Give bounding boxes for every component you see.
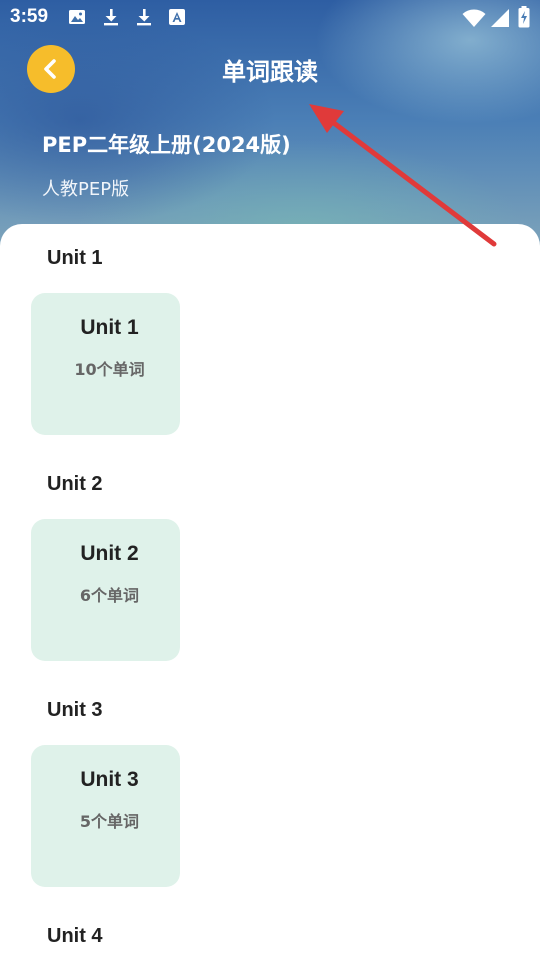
font-icon xyxy=(169,9,185,25)
back-button[interactable] xyxy=(27,45,75,93)
book-publisher: 人教PEP版 xyxy=(42,179,130,200)
book-title: PEP二年级上册(2024版) xyxy=(42,133,291,157)
unit-card-1[interactable]: Unit 1 10个单词 xyxy=(31,293,180,435)
unit-word-count: 6个单词 xyxy=(79,586,140,605)
unit-card-title: Unit 3 xyxy=(80,768,139,791)
unit-card-3[interactable]: Unit 3 5个单词 xyxy=(31,745,180,887)
unit-word-count: 10个单词 xyxy=(74,360,145,379)
unit-card-title: Unit 2 xyxy=(80,542,139,565)
unit-card-2[interactable]: Unit 2 6个单词 xyxy=(31,519,180,661)
download-icon xyxy=(104,9,118,26)
status-time: 3:59 xyxy=(10,6,49,27)
image-icon xyxy=(69,10,85,24)
page-title: 单词跟读 xyxy=(222,58,318,86)
unit-heading: Unit 3 xyxy=(47,699,103,721)
unit-heading: Unit 2 xyxy=(47,473,103,495)
wifi-icon xyxy=(462,9,486,27)
signal-icon xyxy=(491,9,509,27)
unit-card-title: Unit 1 xyxy=(80,316,139,339)
unit-heading: Unit 1 xyxy=(47,247,103,269)
unit-word-count: 5个单词 xyxy=(79,812,140,831)
chevron-left-icon xyxy=(44,59,56,79)
download-icon xyxy=(137,9,151,26)
battery-charging-icon xyxy=(518,6,530,28)
status-bar: 3:59 xyxy=(0,0,540,36)
unit-heading: Unit 4 xyxy=(47,925,103,947)
